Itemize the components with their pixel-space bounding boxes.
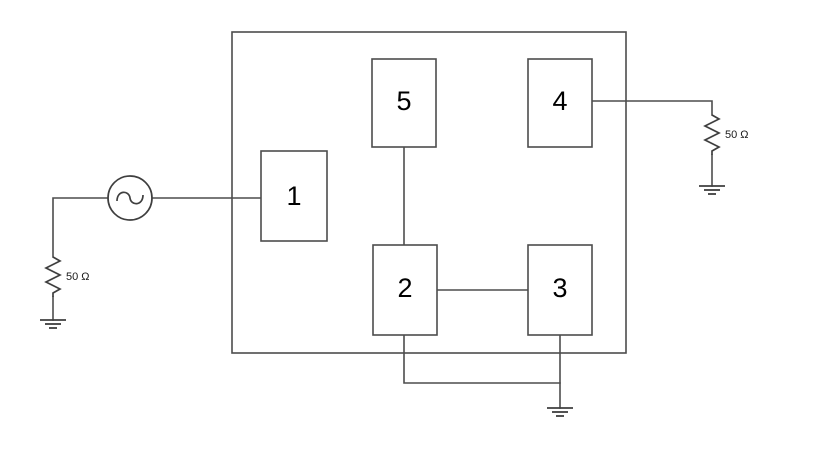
wire-block-4-to-right-resistor <box>591 100 713 116</box>
wire-source-to-left-resistor <box>52 197 109 258</box>
block-4-rect[interactable] <box>527 58 593 148</box>
resistor-left[interactable]: 50 Ω <box>44 256 90 297</box>
ground-left <box>40 319 66 329</box>
ac-sine-source-icon <box>116 191 144 205</box>
block-3-label: 3 <box>552 273 567 303</box>
resistor-left-zigzag[interactable] <box>44 256 62 297</box>
block-3-rect[interactable] <box>527 244 593 336</box>
ac-source[interactable] <box>107 175 153 221</box>
resistor-left-label: 50 Ω <box>66 271 90 283</box>
wire-layer <box>52 100 713 409</box>
block-1-label: 1 <box>286 181 301 211</box>
block-1-rect[interactable] <box>260 150 328 242</box>
block-2[interactable]: 2 <box>372 244 438 336</box>
block-layer: 1 5 4 2 3 <box>260 58 593 336</box>
resistor-right[interactable]: 50 Ω <box>703 114 749 155</box>
ground-right <box>699 185 725 195</box>
block-5-label: 5 <box>396 86 411 116</box>
outer-enclosure <box>231 31 627 354</box>
ac-source-circle[interactable] <box>107 175 153 221</box>
block-2-rect[interactable] <box>372 244 438 336</box>
block-1[interactable]: 1 <box>260 150 328 242</box>
ground-bottom <box>547 407 573 417</box>
resistor-right-zigzag[interactable] <box>703 114 721 155</box>
block-5[interactable]: 5 <box>371 58 437 148</box>
resistor-right-label: 50 Ω <box>725 129 749 141</box>
block-5-rect[interactable] <box>371 58 437 148</box>
block-4[interactable]: 4 <box>527 58 593 148</box>
block-3[interactable]: 3 <box>527 244 593 336</box>
wire-block-2-to-ground-bus <box>403 334 561 384</box>
block-2-label: 2 <box>397 273 412 303</box>
block-4-label: 4 <box>552 86 567 116</box>
